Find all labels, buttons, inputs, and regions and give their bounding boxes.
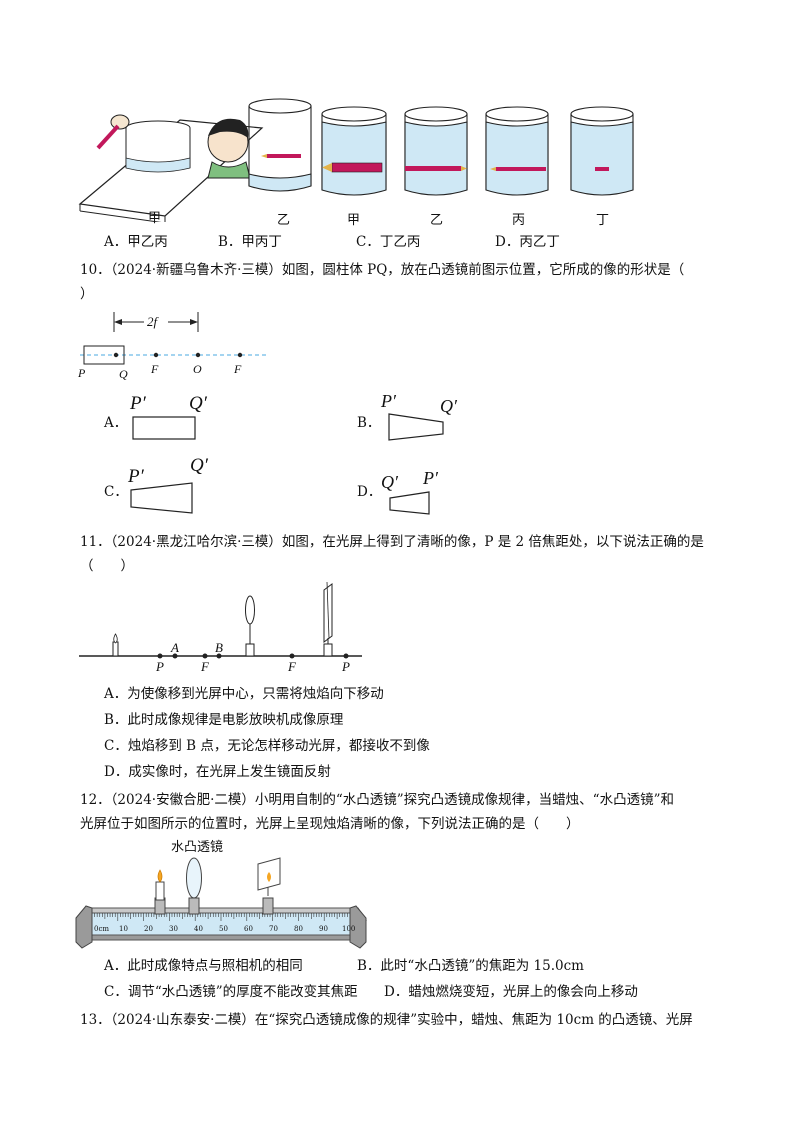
q11-stem-cont: （ ） bbox=[80, 558, 134, 574]
q12-ruler-label-90: 90 bbox=[319, 925, 328, 933]
q10-option-b-letter[interactable]: B． bbox=[357, 415, 381, 431]
q12-ruler-label-20: 20 bbox=[144, 925, 153, 933]
q10-label-p: P bbox=[78, 366, 86, 380]
q11-label-f1: F bbox=[201, 659, 209, 674]
q12-ruler-label-40: 40 bbox=[194, 925, 203, 933]
q12-option-d[interactable]: D．蜡烛燃烧变短，光屏上的像会向上移动 bbox=[384, 984, 638, 1000]
q9-cylinder-3 bbox=[404, 106, 468, 196]
q9-label-ding: 丁 bbox=[596, 213, 610, 228]
q12-ruler-label-30: 30 bbox=[169, 925, 178, 933]
q10-stem: 10．（2024·新疆乌鲁木齐·三模）如图，圆柱体 PQ，放在凸透镜前图示位置，… bbox=[80, 262, 685, 278]
q11-label-p1: P bbox=[156, 659, 164, 674]
q11-label-f2: F bbox=[288, 659, 296, 674]
q12-ruler-label-80: 80 bbox=[294, 925, 303, 933]
q11-label-b: B bbox=[215, 640, 223, 655]
q12-ruler-label-100: 100 bbox=[342, 925, 356, 933]
q10-option-a-label-1: P′ bbox=[130, 393, 146, 414]
q10-label-q: Q bbox=[119, 367, 128, 381]
q9-label-jia-1: 甲 bbox=[148, 211, 162, 226]
q10-option-c-letter[interactable]: C． bbox=[104, 484, 128, 500]
q12-option-a[interactable]: A．此时成像特点与照相机的相同 bbox=[104, 958, 303, 974]
q12-ruler-label-60: 60 bbox=[244, 925, 253, 933]
q9-label-yi-1: 乙 bbox=[277, 213, 291, 228]
q10-option-c-shape bbox=[130, 482, 193, 514]
q9-figure bbox=[78, 98, 634, 222]
q12-option-c[interactable]: C．调节“水凸透镜”的厚度不能改变其焦距 bbox=[104, 984, 358, 1000]
q11-option-d[interactable]: D．成实像时，在光屏上发生镜面反射 bbox=[104, 764, 331, 780]
q10-option-a-label-2: Q′ bbox=[189, 393, 207, 414]
q11-option-b[interactable]: B．此时成像规律是电影放映机成像原理 bbox=[104, 712, 344, 728]
q10-option-c-label-1: P′ bbox=[128, 466, 144, 487]
q10-option-b-label-1: P′ bbox=[381, 391, 396, 411]
q9-option-a[interactable]: A．甲乙丙 bbox=[104, 234, 168, 250]
q10-option-d-shape bbox=[389, 491, 430, 515]
q10-option-d-letter[interactable]: D． bbox=[357, 484, 382, 500]
q11-label-p2: P bbox=[342, 659, 350, 674]
q10-option-b-label-2: Q′ bbox=[440, 396, 457, 416]
q11-figure bbox=[79, 581, 362, 659]
q11-stem: 11．（2024·黑龙江哈尔滨·三模）如图，在光屏上得到了清晰的像，P 是 2 … bbox=[80, 534, 704, 550]
q10-label-o: O bbox=[193, 362, 202, 376]
q10-option-d-label-2: P′ bbox=[423, 468, 438, 488]
q12-ruler-label-10: 10 bbox=[119, 925, 128, 933]
q12-ruler-label-50: 50 bbox=[219, 925, 228, 933]
q11-option-c[interactable]: C．烛焰移到 B 点，无论怎样移动光屏，都接收不到像 bbox=[104, 738, 430, 754]
q9-label-yi-2: 乙 bbox=[430, 213, 444, 228]
q10-figure bbox=[80, 312, 268, 365]
q10-option-c-label-2: Q′ bbox=[190, 455, 208, 476]
q10-option-a-shape bbox=[132, 416, 196, 440]
q9-option-c[interactable]: C．丁乙丙 bbox=[356, 234, 421, 250]
q12-ruler-label-70: 70 bbox=[269, 925, 278, 933]
q10-option-b-shape bbox=[388, 413, 444, 441]
q10-dim-label: 2f bbox=[147, 314, 158, 329]
q12-stem: 12．（2024·安徽合肥·二模）小明用自制的“水凸透镜”探究凸透镜成像规律，当… bbox=[80, 792, 674, 808]
q11-option-a[interactable]: A．为使像移到光屏中心，只需将烛焰向下移动 bbox=[104, 686, 384, 702]
q9-label-bing: 丙 bbox=[512, 213, 526, 228]
q9-cylinder-5 bbox=[570, 106, 634, 196]
q9-label-jia-2: 甲 bbox=[347, 213, 361, 228]
q9-option-b[interactable]: B．甲丙丁 bbox=[218, 234, 282, 250]
q12-lens-label: 水凸透镜 bbox=[171, 840, 224, 855]
q13-stem: 13．（2024·山东泰安·二模）在“探究凸透镜成像的规律”实验中，蜡烛、焦距为… bbox=[80, 1012, 693, 1028]
q12-stem-cont: 光屏位于如图所示的位置时，光屏上呈现烛焰清晰的像，下列说法正确的是（ ） bbox=[80, 816, 580, 832]
q12-figure bbox=[75, 857, 367, 949]
q12-option-b[interactable]: B．此时“水凸透镜”的焦距为 15.0cm bbox=[357, 958, 584, 974]
q9-cylinder-4 bbox=[485, 106, 549, 196]
q12-ruler-labels: 0cm 10 20 30 40 50 60 70 80 90 100 bbox=[90, 925, 370, 937]
q9-option-d[interactable]: D．丙乙丁 bbox=[495, 234, 560, 250]
q10-label-f2: F bbox=[234, 362, 242, 376]
q10-option-a-letter[interactable]: A． bbox=[104, 415, 128, 431]
q12-ruler-label-0: 0cm bbox=[94, 925, 110, 933]
q9-cylinder-2 bbox=[321, 106, 387, 196]
q10-option-d-label-1: Q′ bbox=[381, 472, 398, 492]
q10-label-f1: F bbox=[151, 362, 159, 376]
q10-stem-cont: ） bbox=[80, 286, 94, 302]
q9-cylinder-1 bbox=[248, 98, 312, 192]
q11-label-a: A bbox=[171, 640, 179, 655]
